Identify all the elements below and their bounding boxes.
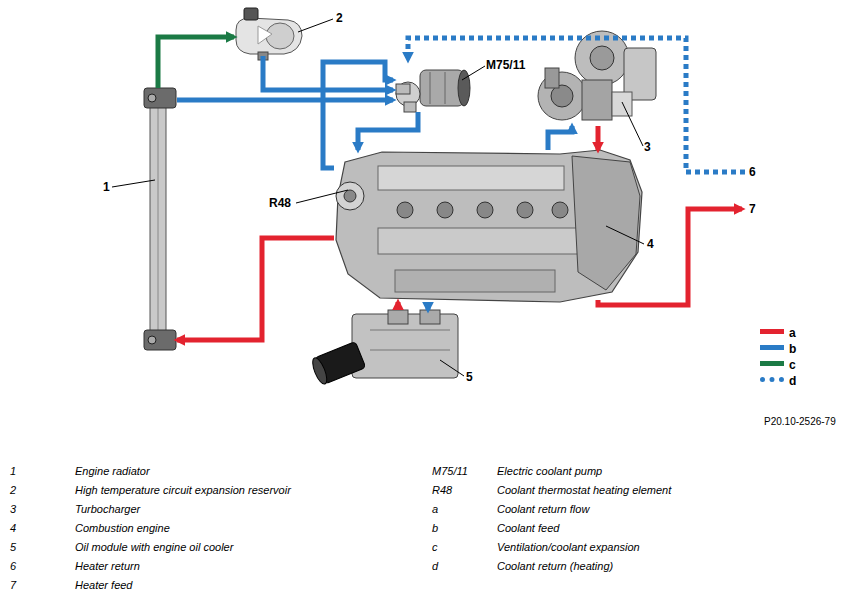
- key-description: Coolant feed: [497, 522, 559, 535]
- coolant-line: [158, 37, 234, 88]
- key-code: b: [432, 522, 438, 535]
- key-code: 5: [10, 541, 16, 554]
- radiator-illustration: [144, 88, 176, 350]
- heater-return-line: [408, 38, 745, 172]
- key-code: M75/11: [432, 465, 468, 478]
- coolant-line: [596, 126, 601, 150]
- key-code: 2: [10, 484, 16, 497]
- part-code: R48: [269, 196, 291, 210]
- figure-reference: P20.10-2526-79: [764, 416, 836, 428]
- callout-number: 1: [103, 180, 110, 194]
- turbocharger-illustration: [538, 31, 656, 120]
- engine-illustration: [336, 150, 642, 302]
- key-description: Coolant return (heating): [497, 560, 613, 573]
- key-code: 1: [10, 465, 16, 478]
- key-code: d: [432, 560, 438, 573]
- callout-number: 3: [644, 140, 651, 154]
- legend-key: b: [789, 342, 796, 356]
- coolant-line: [177, 238, 334, 340]
- coolant-line: [263, 56, 393, 90]
- legend-key: d: [789, 374, 796, 388]
- legend-swatch: [760, 345, 784, 350]
- key-code: 3: [10, 503, 16, 516]
- component-node: 4: [334, 150, 644, 302]
- reservoir-illustration: [236, 8, 302, 60]
- key-code: R48: [432, 484, 452, 497]
- key-code: a: [432, 503, 438, 516]
- key-description: Electric coolant pump: [497, 465, 602, 478]
- key-description: Ventilation/coolant expansion: [497, 541, 640, 554]
- key-description: Oil module with engine oil cooler: [75, 541, 233, 554]
- component-node: 1: [143, 88, 177, 352]
- legend-swatch: [760, 329, 784, 334]
- key-description: Combustion engine: [75, 522, 170, 535]
- coolant-line: [548, 126, 572, 150]
- component-node: 3: [540, 28, 658, 126]
- pump-illustration: [396, 70, 470, 112]
- oil-module-illustration: [310, 310, 458, 386]
- callout-number: 4: [647, 237, 654, 251]
- legend-line-sample: [760, 377, 784, 382]
- callout-number: 2: [336, 11, 343, 25]
- component-node: 5: [320, 310, 460, 382]
- key-description: Coolant thermostat heating element: [497, 484, 671, 497]
- coolant-line: [358, 112, 418, 150]
- callout-number: M75/11: [486, 58, 525, 72]
- key-code: c: [432, 541, 438, 554]
- component-node: 2: [234, 6, 304, 56]
- key-description: Turbocharger: [75, 503, 140, 516]
- key-code: 6: [10, 560, 16, 573]
- callout-number: 6: [749, 165, 756, 179]
- component-node: M75/11: [393, 66, 471, 112]
- coolant-line: [426, 302, 431, 310]
- leader-lines: [112, 19, 644, 376]
- key-description: High temperature circuit expansion reser…: [75, 484, 291, 497]
- legend-swatch: [760, 361, 784, 366]
- callout-number: 7: [749, 202, 756, 216]
- coolant-line: [177, 98, 393, 103]
- key-code: 4: [10, 522, 16, 535]
- legend-key: a: [789, 326, 796, 340]
- coolant-line: [323, 62, 393, 168]
- heater-feed-line: [598, 209, 742, 305]
- key-description: Engine radiator: [75, 465, 150, 478]
- legend-key: c: [789, 358, 796, 372]
- coolant-line: [396, 302, 401, 310]
- key-description: Coolant return flow: [497, 503, 589, 516]
- key-code: 7: [10, 579, 16, 592]
- key-description: Heater return: [75, 560, 140, 573]
- key-description: Heater feed: [75, 579, 132, 592]
- callout-number: 5: [466, 370, 473, 384]
